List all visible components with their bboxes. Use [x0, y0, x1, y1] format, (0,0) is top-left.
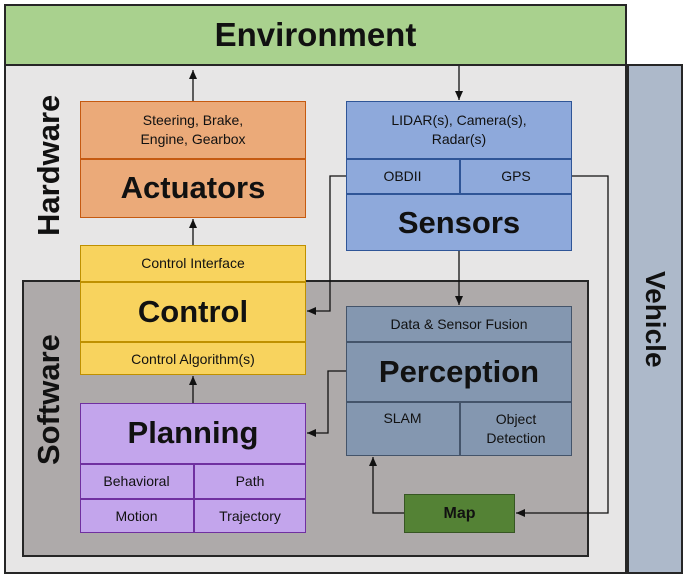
- arrow-map-to-perception: [369, 457, 404, 514]
- vehicle-panel: [627, 64, 683, 574]
- control-algorithm: Control Algorithm(s): [131, 350, 255, 367]
- planning-motion: Motion: [115, 508, 158, 524]
- planning-behavioral: Behavioral: [103, 473, 170, 489]
- perception-divider-vertical: [459, 401, 461, 456]
- sensors-title: Sensors: [397, 204, 521, 240]
- environment-title: Environment: [214, 16, 417, 53]
- actuators-divider: [80, 158, 306, 160]
- control-title: Control: [137, 293, 249, 329]
- perception-slam: SLAM: [383, 410, 422, 426]
- sensors-header: LIDAR(s), Camera(s), Radar(s): [391, 111, 527, 147]
- sensors-gps: GPS: [501, 168, 531, 184]
- perception-divider-top: [346, 341, 572, 343]
- planning-trajectory: Trajectory: [219, 508, 281, 524]
- arrow-gps-to-map: [516, 175, 609, 517]
- control-interface: Control Interface: [141, 255, 245, 271]
- actuators-block: [80, 101, 306, 218]
- perception-header: Data & Sensor Fusion: [390, 315, 528, 332]
- planning-path: Path: [235, 473, 265, 489]
- vehicle-label: Vehicle: [640, 270, 671, 368]
- perception-object-detection: Object Detection: [486, 411, 546, 446]
- perception-title: Perception: [378, 353, 540, 389]
- map-title: Map: [443, 504, 476, 522]
- planning-divider-vertical: [193, 463, 195, 533]
- control-divider-bottom: [80, 341, 306, 343]
- sensors-obdii: OBDII: [383, 168, 422, 184]
- actuators-header: Steering, Brake, Engine, Gearbox: [140, 111, 246, 147]
- actuators-title: Actuators: [120, 170, 266, 205]
- control-block: [80, 245, 306, 375]
- map-block: [404, 494, 515, 533]
- control-divider-top: [80, 281, 306, 283]
- arrow-perception-to-planning: [307, 370, 346, 437]
- arrow-obdii-to-control: [307, 175, 346, 315]
- environment-banner: [4, 4, 627, 66]
- planning-title: Planning: [127, 415, 259, 450]
- sensors-divider-vertical: [459, 158, 461, 194]
